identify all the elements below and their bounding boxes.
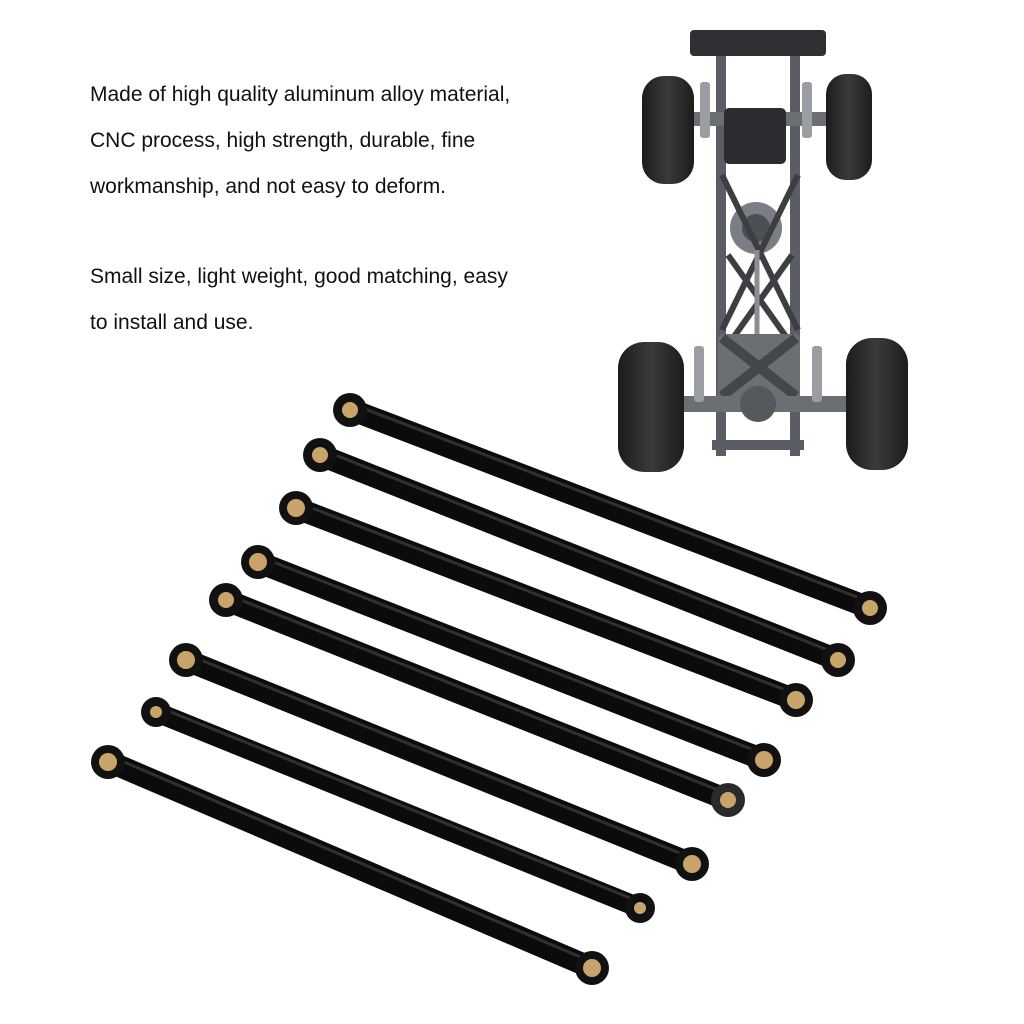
frame-rail-right [790,56,800,456]
description-line: CNC process, high strength, durable, fin… [90,129,476,152]
front-bumper-plate [690,30,826,56]
link-rod-1 [333,393,887,625]
link-rod-4 [241,545,781,777]
frame-rail-left [716,56,726,456]
description-line: workmanship, and not easy to deform. [90,175,447,198]
link-rod-3 [279,491,813,717]
link-rod-6 [169,643,709,881]
rear-right-tire [846,338,908,470]
description-paragraph-1: Made of high quality aluminum alloy mate… [90,72,590,210]
rear-left-tire [618,342,684,472]
description-line: Made of high quality aluminum alloy mate… [90,83,511,106]
front-right-tire [826,74,872,180]
electronics-box [724,108,786,164]
link-rod-8 [91,745,609,985]
rear-shock-right [812,346,822,402]
front-shock-right [802,82,812,138]
rear-shock-left [694,346,704,402]
link-rods-group [91,393,887,985]
link-rod-2 [303,438,855,677]
link-rod-7 [141,697,655,923]
rc-chassis-image [618,30,908,472]
front-left-tire [642,76,694,184]
front-shock-left [700,82,710,138]
description-line: Small size, light weight, good matching,… [90,265,508,288]
link-rod-5 [209,583,745,817]
description-line: to install and use. [90,311,254,334]
description-paragraph-2: Small size, light weight, good matching,… [90,254,590,346]
